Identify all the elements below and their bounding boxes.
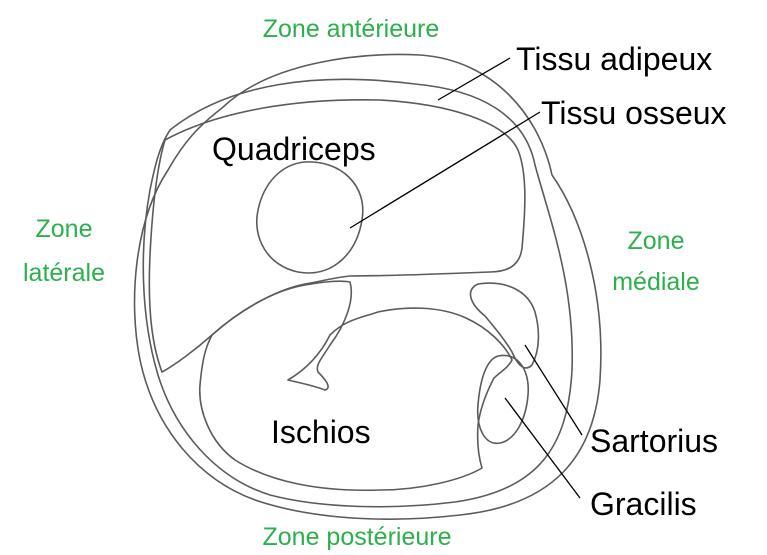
sartorius-label: Sartorius [590,423,718,459]
zone-posterior-label: Zone postérieure [262,523,451,551]
quadriceps-label: Quadriceps [212,131,376,167]
bone-leader-line [350,112,540,228]
zone-medial-label-line1: Zone [628,227,685,255]
zone-lateral-label-line1: Zone [36,215,93,243]
adipose-tissue-label: Tissu adipeux [516,41,712,77]
bone-tissue-label: Tissu osseux [541,95,727,131]
gracilis-label: Gracilis [590,486,697,522]
zone-anterior-label: Zone antérieure [263,15,440,43]
femur-outline [257,162,363,273]
ischios-label: Ischios [271,414,371,450]
zone-lateral-label-line2: latérale [23,259,105,287]
sartorius-leader-line [525,345,582,435]
gracilis-outline [478,355,528,443]
ischios-outline [200,281,512,490]
zone-medial-label-line2: médiale [612,268,700,296]
adipose-leader-line [438,58,510,100]
